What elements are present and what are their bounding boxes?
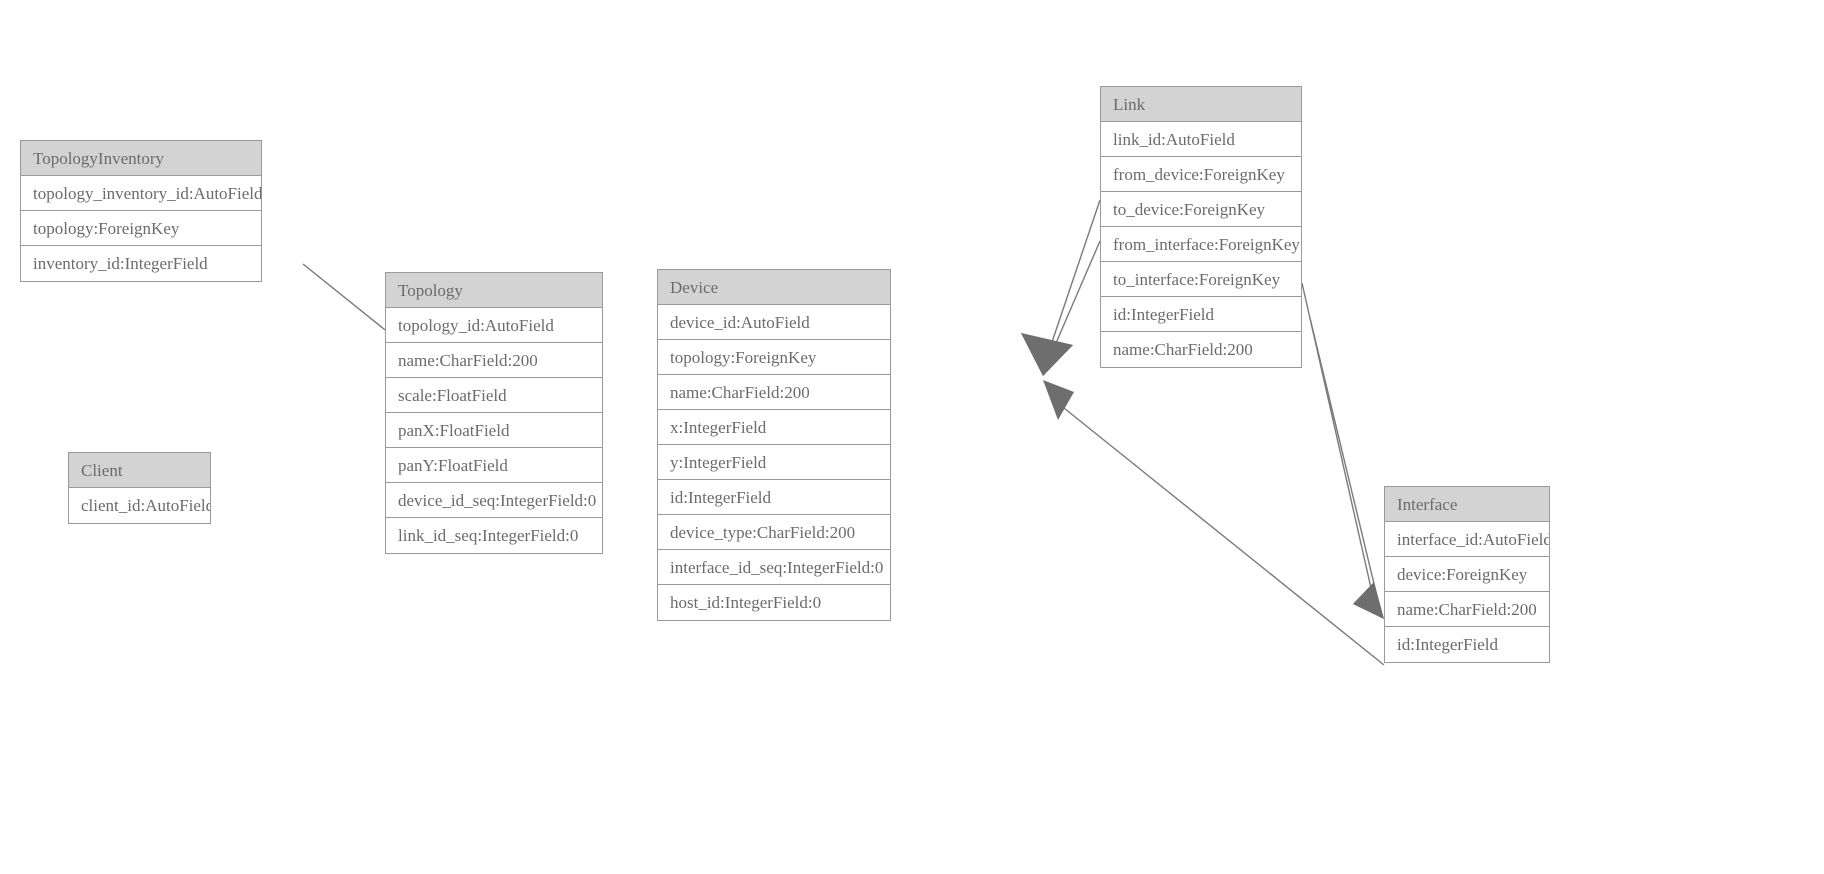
entity-field: to_device:ForeignKey [1101, 192, 1301, 227]
entity-link[interactable]: Link link_id:AutoField from_device:Forei… [1100, 86, 1302, 368]
entity-field: from_device:ForeignKey [1101, 157, 1301, 192]
entity-topology[interactable]: Topology topology_id:AutoField name:Char… [385, 272, 603, 554]
entity-field: from_interface:ForeignKey [1101, 227, 1301, 262]
entity-field: host_id:IntegerField:0 [658, 585, 890, 620]
entity-title: Device [658, 270, 890, 305]
rel-link-to-device [1021, 240, 1101, 376]
entity-field: link_id:AutoField [1101, 122, 1301, 157]
entity-field: panX:FloatField [386, 413, 602, 448]
entity-field-list: topology_inventory_id:AutoField topology… [21, 176, 261, 281]
entity-title: Interface [1385, 487, 1549, 522]
entity-field: inventory_id:IntegerField [21, 246, 261, 281]
entity-field: client_id:AutoField [69, 488, 210, 523]
rel-link-to-interface [1309, 317, 1384, 619]
rel-interface-device [1043, 380, 1385, 666]
rel-link-from-interface [1301, 282, 1384, 619]
entity-client[interactable]: Client client_id:AutoField [68, 452, 211, 524]
rel-link-from-device [1021, 199, 1101, 376]
entity-field: id:IntegerField [658, 480, 890, 515]
entity-field: interface_id:AutoField [1385, 522, 1549, 557]
entity-field: id:IntegerField [1101, 297, 1301, 332]
entity-field: device:ForeignKey [1385, 557, 1549, 592]
entity-field-list: device_id:AutoField topology:ForeignKey … [658, 305, 890, 620]
entity-interface[interactable]: Interface interface_id:AutoField device:… [1384, 486, 1550, 663]
entity-field: to_interface:ForeignKey [1101, 262, 1301, 297]
entity-field: name:CharField:200 [1385, 592, 1549, 627]
entity-field: y:IntegerField [658, 445, 890, 480]
entity-field: device_id_seq:IntegerField:0 [386, 483, 602, 518]
entity-field: name:CharField:200 [658, 375, 890, 410]
entity-field: topology:ForeignKey [658, 340, 890, 375]
entity-title: Topology [386, 273, 602, 308]
entity-field: x:IntegerField [658, 410, 890, 445]
entity-field: device_id:AutoField [658, 305, 890, 340]
entity-device[interactable]: Device device_id:AutoField topology:Fore… [657, 269, 891, 621]
entity-field: link_id_seq:IntegerField:0 [386, 518, 602, 553]
entity-field-list: interface_id:AutoField device:ForeignKey… [1385, 522, 1549, 662]
entity-topology-inventory[interactable]: TopologyInventory topology_inventory_id:… [20, 140, 262, 282]
entity-title: Client [69, 453, 210, 488]
entity-field: interface_id_seq:IntegerField:0 [658, 550, 890, 585]
entity-field: name:CharField:200 [386, 343, 602, 378]
entity-field-list: topology_id:AutoField name:CharField:200… [386, 308, 602, 553]
entity-field: name:CharField:200 [1101, 332, 1301, 367]
entity-field: id:IntegerField [1385, 627, 1549, 662]
entity-title: TopologyInventory [21, 141, 261, 176]
entity-title: Link [1101, 87, 1301, 122]
entity-field: topology:ForeignKey [21, 211, 261, 246]
entity-field-list: link_id:AutoField from_device:ForeignKey… [1101, 122, 1301, 367]
entity-field: scale:FloatField [386, 378, 602, 413]
entity-field: topology_inventory_id:AutoField [21, 176, 261, 211]
entity-field: topology_id:AutoField [386, 308, 602, 343]
entity-field: panY:FloatField [386, 448, 602, 483]
entity-field-list: client_id:AutoField [69, 488, 210, 523]
entity-field: device_type:CharField:200 [658, 515, 890, 550]
